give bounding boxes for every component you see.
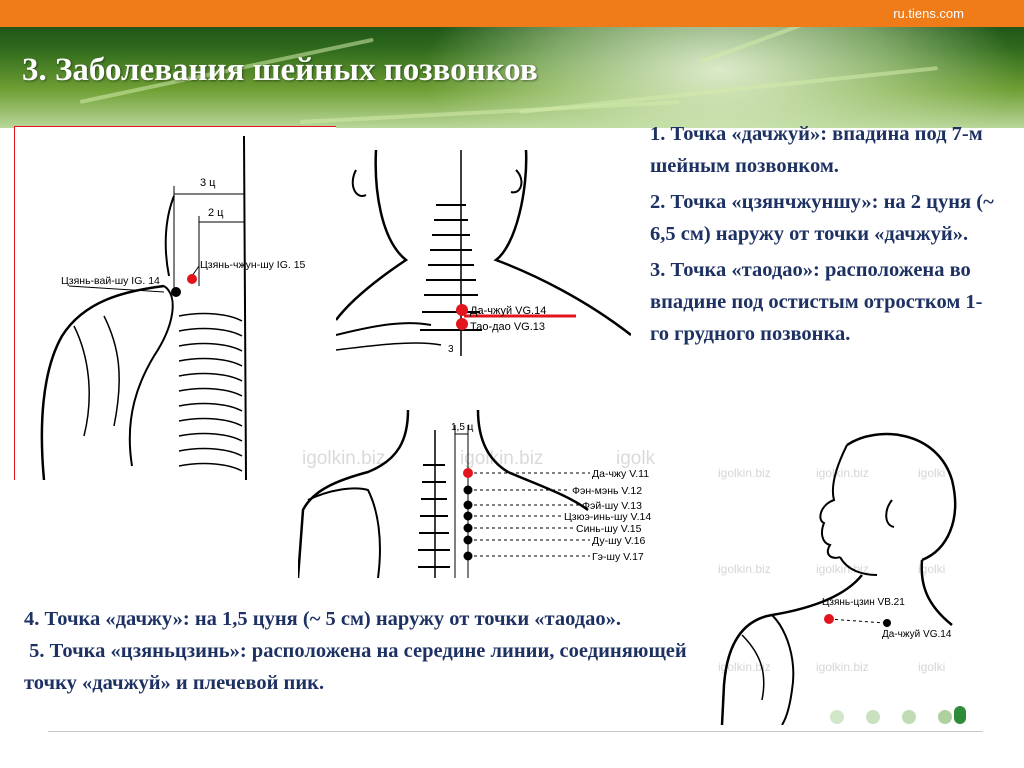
point-jianzhongshu	[187, 274, 197, 284]
slide-title: 3. Заболевания шейных позвонков	[22, 52, 538, 88]
watermark-text: igolki	[918, 562, 945, 576]
label-point: Гэ-шу V.17	[592, 551, 644, 563]
point-jianwaishu	[171, 287, 181, 297]
point-geshu	[463, 551, 473, 561]
watermark-text: igolkin.biz	[302, 448, 385, 469]
site-url[interactable]: ru.tiens.com	[893, 6, 964, 21]
point-5-description: 5. Точка «цзяньцзинь»: расположена на се…	[24, 640, 692, 694]
figure-upper-back-points: igolkin.biz igolkin.biz igolk 1,5 ц	[298, 410, 676, 578]
dimension-3-cun: 3 ц	[200, 177, 216, 189]
dimension-2-cun: 2 ц	[208, 207, 224, 219]
label-dazhui: Да-чжуй VG.14	[470, 305, 546, 317]
label-point: Да-чжу V.11	[592, 468, 649, 480]
header-banner: ru.tiens.com 3. Заболевания шейных позво…	[0, 0, 1024, 128]
point-dazhu	[463, 468, 473, 478]
watermark-text: igolkin.biz	[718, 562, 771, 576]
point-dazhui	[456, 304, 468, 316]
watermark-text: igolkin.biz	[816, 660, 869, 674]
logo-dot	[938, 710, 952, 724]
label-taodao: Тао-дао VG.13	[470, 321, 545, 333]
label-point: Фэн-мэнь V.12	[572, 485, 642, 497]
label-point: Синь-шу V.15	[576, 523, 642, 535]
dimension-1-5-cun: 1,5 ц	[451, 422, 474, 433]
point-dushu	[463, 535, 473, 545]
label-point: Ду-шу V.16	[592, 535, 645, 547]
watermark-text: igolkin.biz	[718, 660, 771, 674]
watermark-text: igolkin.biz	[460, 448, 543, 469]
figure-shoulder-back: 3 ц 2 ц Цзянь-вай-шу IG. 14 Цзянь-чжун-ш…	[14, 126, 336, 480]
description-right: 1. Точка «дачжуй»: впадина под 7-м шейны…	[650, 118, 1000, 354]
point-2-description: 2. Точка «цзянчжуншу»: на 2 цуня (~ 6,5 …	[650, 191, 994, 245]
logo-dot	[866, 710, 880, 724]
watermark-text: igolkin.biz	[816, 466, 869, 480]
figure-head-profile: igolkin.biz igolkin.biz igolki igolkin.b…	[712, 425, 964, 725]
top-orange-bar: ru.tiens.com	[0, 0, 1024, 27]
vertebra-number: 3	[448, 344, 454, 355]
logo-dot	[830, 710, 844, 724]
point-3-description: 3. Точка «таодао»: расположена во впадин…	[650, 259, 983, 345]
tiens-logo-icon	[830, 704, 970, 728]
watermark-text: igolki	[918, 466, 945, 480]
label-jianwaishu: Цзянь-вай-шу IG. 14	[61, 275, 160, 287]
point-4-description: 4. Точка «дачжу»: на 1,5 цуня (~ 5 см) н…	[24, 608, 622, 630]
point-xinshu	[463, 523, 473, 533]
logo-dot	[902, 710, 916, 724]
point-feishu	[463, 500, 473, 510]
point-1-description: 1. Точка «дачжуй»: впадина под 7-м шейны…	[650, 123, 983, 177]
label-dazhui-side: Да-чжуй VG.14	[882, 629, 952, 640]
watermark-text: igolkin.biz	[718, 466, 771, 480]
label-jianzhongshu: Цзянь-чжун-шу IG. 15	[200, 259, 306, 271]
watermark-text: igolk	[616, 448, 656, 469]
label-point: Фэй-шу V.13	[582, 500, 642, 512]
figure-neck-back: Да-чжуй VG.14 Тао-дао VG.13 3	[336, 150, 631, 356]
watermark-text: igolkin.biz	[816, 562, 869, 576]
logo-dot	[954, 706, 966, 724]
label-jianjing: Цзянь-цзин VB.21	[822, 597, 905, 608]
point-jueyinshu	[463, 511, 473, 521]
point-fengmen	[463, 485, 473, 495]
point-jianjing	[824, 614, 834, 624]
point-taodao	[456, 318, 468, 330]
point-dazhui-side	[883, 619, 891, 627]
footer-divider	[48, 731, 983, 732]
watermark-text: igolki	[918, 660, 945, 674]
description-bottom: 4. Точка «дачжу»: на 1,5 цуня (~ 5 см) н…	[24, 603, 714, 699]
label-point: Цзюэ-инь-шу V.14	[564, 511, 651, 523]
